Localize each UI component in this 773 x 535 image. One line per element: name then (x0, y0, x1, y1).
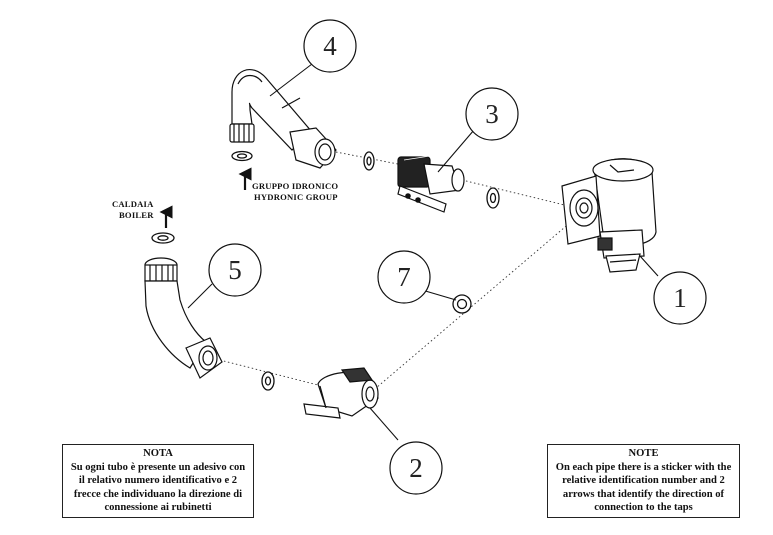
pipe-4 (229, 69, 337, 169)
callout-3: 3 (465, 87, 519, 141)
washer-7 (452, 294, 472, 314)
washer-4-bottom (231, 150, 253, 162)
callout-5-number: 5 (228, 255, 242, 285)
callout-5: 5 (208, 243, 262, 297)
note-body-en: On each pipe there is a sticker with the… (555, 461, 732, 514)
callout-7: 7 (377, 250, 431, 304)
washer-3a (363, 151, 375, 171)
note-title-en: NOTE (628, 448, 659, 459)
washer-5-side (261, 371, 275, 391)
hydronic-group-label-en: HYDRONIC GROUP (254, 192, 338, 202)
valve-3 (397, 155, 465, 213)
callout-2: 2 (389, 441, 443, 495)
callout-7-number: 7 (397, 262, 411, 292)
note-box-english: NOTE On each pipe there is a sticker wit… (547, 444, 740, 518)
callout-leaders (187, 63, 659, 441)
callout-4: 4 (303, 19, 357, 73)
note-body-it: Su ogni tubo è presente un adesivo con i… (70, 461, 246, 514)
valve-body-1 (561, 158, 657, 273)
washer-3b (486, 187, 500, 209)
note-title-it: NOTA (143, 448, 173, 459)
callout-4-number: 4 (323, 31, 337, 61)
callout-1: 1 (653, 271, 707, 325)
valve-2 (303, 367, 379, 419)
callout-2-number: 2 (409, 453, 423, 483)
boiler-label-en: BOILER (119, 210, 154, 220)
hydronic-group-label-it: GRUPPO IDRONICO (252, 181, 338, 191)
note-box-italian: NOTA Su ogni tubo è presente un adesivo … (62, 444, 254, 518)
callout-1-number: 1 (673, 283, 687, 313)
boiler-label-it: CALDAIA (112, 199, 154, 209)
washer-5-top (151, 232, 175, 244)
callout-3-number: 3 (485, 99, 499, 129)
pipe-5 (144, 257, 223, 379)
